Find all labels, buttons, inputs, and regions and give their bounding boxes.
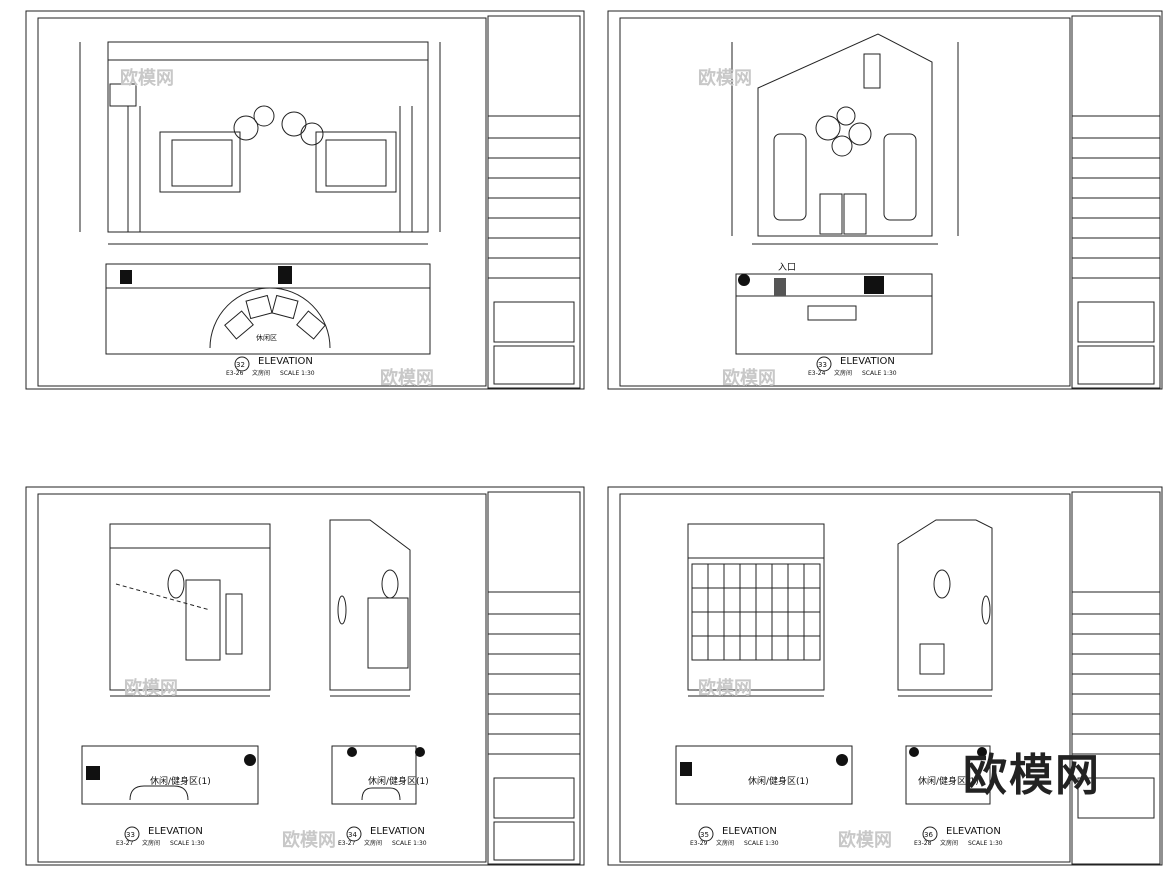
elevation-scale: SCALE 1:30 <box>392 840 427 847</box>
plan-area-label: 休闲区 <box>256 333 277 342</box>
svg-text:欧模网: 欧模网 <box>838 829 892 851</box>
elevation-number: 33 <box>126 831 135 839</box>
plan-area-label: 休闲/健身区(1) <box>368 775 429 787</box>
elevation-title: ELEVATION <box>148 826 203 837</box>
elevation-scale: SCALE 1:30 <box>280 370 315 377</box>
svg-text:欧模网: 欧模网 <box>120 67 174 89</box>
elevation-number: 32 <box>236 361 245 369</box>
plan-area-label: 休闲/健身区(1) <box>918 775 979 787</box>
drawing-sheet-1: 欧模网 欧模网 32 ELEVATION E3-26 文房间 SCALE 1:3… <box>20 8 590 392</box>
entrance-label: 入口 <box>778 262 796 273</box>
elevation-title: ELEVATION <box>722 826 777 837</box>
elevation-number: 33 <box>818 361 827 369</box>
elevation-code: E3-26 <box>226 370 244 377</box>
elevation-scale: SCALE 1:30 <box>744 840 779 847</box>
svg-text:欧模网: 欧模网 <box>282 829 336 851</box>
elevation-number: 35 <box>700 831 709 839</box>
elevation-room: 文房间 <box>940 839 958 847</box>
elevation-room: 文房间 <box>142 839 160 847</box>
elevation-code: E3-28 <box>914 840 932 847</box>
elevation-scale: SCALE 1:30 <box>862 370 897 377</box>
elevation-room: 文房间 <box>252 369 270 377</box>
elevation-title: ELEVATION <box>258 356 313 367</box>
elevation-room: 文房间 <box>364 839 382 847</box>
elevation-scale: SCALE 1:30 <box>968 840 1003 847</box>
elevation-code: E3-24 <box>808 370 826 377</box>
elevation-number: 36 <box>924 831 933 839</box>
svg-text:欧模网: 欧模网 <box>698 677 752 699</box>
elevation-code: E3-27 <box>338 840 356 847</box>
elevation-code: E3-27 <box>116 840 134 847</box>
svg-text:欧模网: 欧模网 <box>698 67 752 89</box>
drawing-sheet-4: 欧模网 欧模网 35 ELEVATION E3-29 文房间 SCALE 1:3… <box>602 484 1168 868</box>
elevation-number: 34 <box>348 831 357 839</box>
elevation-scale: SCALE 1:30 <box>170 840 205 847</box>
elevation-title: ELEVATION <box>946 826 1001 837</box>
elevation-code: E3-29 <box>690 840 708 847</box>
drawing-sheet-3: 欧模网 欧模网 33 ELEVATION E3-27 文房间 SCALE 1:3… <box>20 484 590 868</box>
plan-area-label: 休闲/健身区(1) <box>748 775 809 787</box>
svg-text:欧模网: 欧模网 <box>124 677 178 699</box>
elevation-title: ELEVATION <box>370 826 425 837</box>
brand-watermark: 欧模网 <box>963 750 1101 801</box>
elevation-title: ELEVATION <box>840 356 895 367</box>
elevation-room: 文房间 <box>834 369 852 377</box>
svg-text:欧模网: 欧模网 <box>722 367 776 389</box>
drawing-sheet-2: 欧模网 欧模网 33 ELEVATION E3-24 文房间 SCALE 1:3… <box>602 8 1168 392</box>
svg-text:欧模网: 欧模网 <box>380 367 434 389</box>
elevation-room: 文房间 <box>716 839 734 847</box>
plan-area-label: 休闲/健身区(1) <box>150 775 211 787</box>
